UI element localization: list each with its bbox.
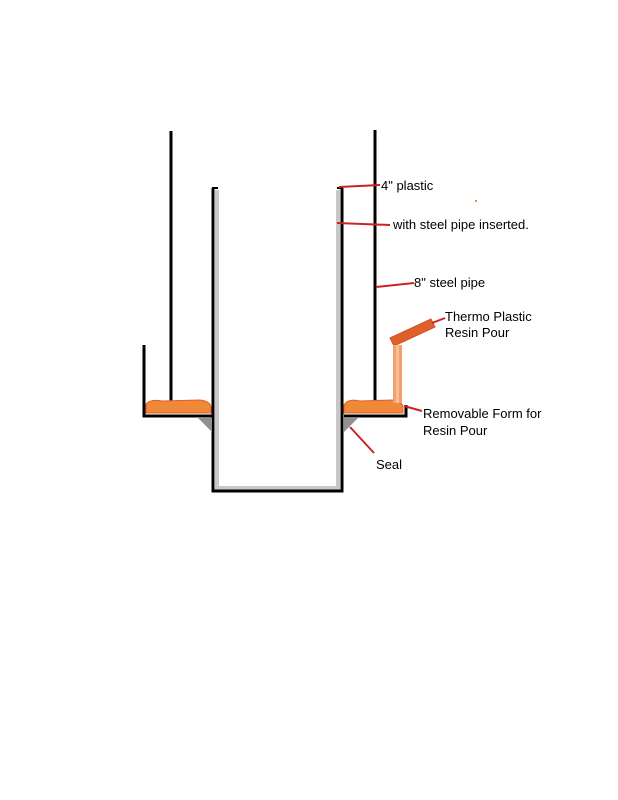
resin-blob-right (343, 399, 404, 414)
seal-left (198, 418, 212, 432)
leader-resin-pour (431, 317, 446, 324)
resin-pour-nozzle (389, 318, 436, 403)
plastic-pipe-outline (211, 188, 344, 493)
label-form-line1: Removable Form for (423, 406, 542, 421)
leader-steel-inserted (336, 222, 391, 226)
plastic-pipe-inner-lining (215, 190, 340, 490)
label-resin-pour-line2: Resin Pour (445, 325, 510, 340)
removable-form (142, 345, 408, 418)
label-resin-pour-line1: Thermo Plastic (445, 309, 532, 324)
label-plastic-4in: 4" plastic (381, 178, 434, 193)
steel-pipe-8in (169, 130, 377, 412)
label-form-line2: Resin Pour (423, 423, 488, 438)
label-steel-inserted: with steel pipe inserted. (392, 217, 529, 232)
form-right (344, 405, 408, 418)
seal-right (344, 418, 358, 432)
leader-lines (336, 184, 446, 454)
plastic-pipe-4in (211, 187, 344, 493)
resin-pour (145, 399, 404, 414)
label-seal: Seal (376, 457, 402, 472)
leader-seal (349, 426, 375, 454)
label-steel-8in: 8" steel pipe (414, 275, 485, 290)
leader-steel-8in (375, 282, 415, 288)
pour-nozzle (389, 318, 436, 347)
form-left (142, 345, 212, 418)
stray-dot (475, 200, 477, 202)
leader-removable-form (403, 405, 423, 412)
resin-blob-left (145, 399, 212, 414)
seal (198, 418, 358, 432)
labels: 4" plastic with steel pipe inserted. 8" … (376, 178, 542, 472)
pour-stream-core (396, 345, 399, 403)
leader-plastic-4in (338, 184, 381, 188)
